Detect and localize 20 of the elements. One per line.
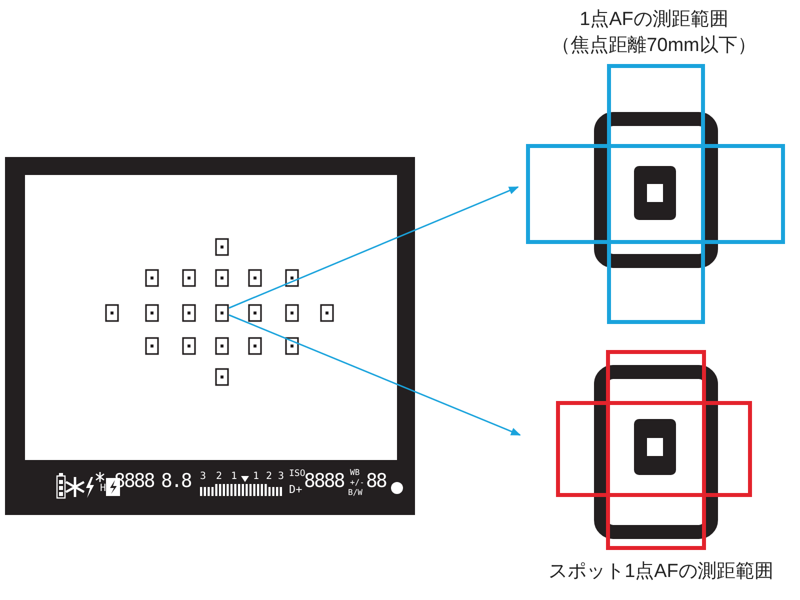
scale-number: 1 bbox=[253, 472, 260, 482]
caption-text: スポット1点AFの測距範囲 bbox=[548, 560, 774, 584]
display-text: +/- bbox=[350, 479, 364, 487]
arrow bbox=[228, 186, 519, 309]
display-text: ISO bbox=[289, 470, 306, 479]
scale-number: 3 bbox=[278, 472, 284, 482]
caption-text: 1点AFの測距範囲 bbox=[578, 8, 730, 32]
display-digit: H bbox=[100, 484, 106, 494]
scale-number: 2 bbox=[266, 472, 272, 482]
display-text: D+ bbox=[289, 484, 302, 495]
display-digits: 8.8 bbox=[161, 472, 191, 491]
display-digits: 8888 bbox=[304, 472, 344, 491]
caption-text: （焦点距離70mm以下） bbox=[550, 34, 758, 58]
scale-number: 3 bbox=[200, 472, 206, 482]
display-text: WB bbox=[350, 469, 360, 477]
scale-number: 1 bbox=[231, 472, 238, 482]
arrow bbox=[228, 314, 521, 436]
display-digits: 88 bbox=[366, 472, 386, 491]
display-text: B/W bbox=[348, 489, 362, 497]
scale-number: 2 bbox=[216, 472, 222, 482]
